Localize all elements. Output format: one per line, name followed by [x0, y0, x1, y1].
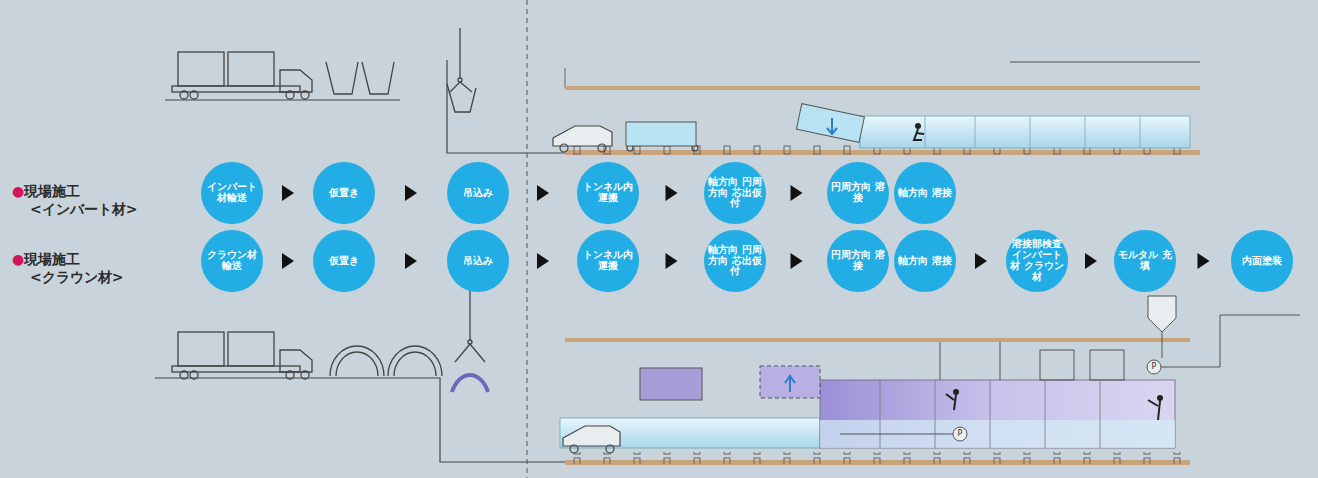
row-label: <インバート材> — [30, 201, 137, 219]
step-text: 仮置き — [317, 188, 371, 199]
process-circle: 軸方向 円周方向 芯出仮付 — [704, 230, 766, 292]
step-text: トンネル内 運搬 — [581, 250, 635, 272]
process-circle: 吊込み — [447, 230, 509, 292]
step-text: 仮置き — [317, 256, 371, 267]
flow-arrow — [537, 253, 549, 269]
step-text: 軸方向 溶接 — [898, 256, 952, 267]
process-circle: 仮置き — [313, 162, 375, 224]
process-circle: 軸方向 溶接 — [894, 230, 956, 292]
flow-arrow — [666, 253, 678, 269]
process-circle: 軸方向 溶接 — [894, 162, 956, 224]
step-text: 吊込み — [451, 256, 505, 267]
process-circle: 内面塗装 — [1231, 230, 1293, 292]
flow-arrow — [1085, 253, 1097, 269]
flow-arrow — [975, 253, 987, 269]
step-text: 軸方向 円周方向 芯出仮付 — [708, 177, 762, 210]
step-text: インバート 材輸送 — [205, 182, 259, 204]
step-text: 内面塗装 — [1235, 256, 1289, 267]
process-circle: 溶接部検査 インバート材 クラウン材 — [1006, 230, 1068, 292]
process-circle: 軸方向 円周方向 芯出仮付 — [704, 162, 766, 224]
row-label: ●現場施工 — [12, 251, 80, 269]
process-circle: クラウン材 輸送 — [201, 230, 263, 292]
flow-arrow — [282, 253, 294, 269]
step-text: 軸方向 円周方向 芯出仮付 — [708, 245, 762, 278]
step-text: モルタル 充填 — [1118, 250, 1172, 272]
flow-arrow — [537, 185, 549, 201]
flow-arrow — [791, 185, 803, 201]
step-text: 溶接部検査 インバート材 クラウン材 — [1010, 239, 1064, 283]
flow-arrow — [282, 185, 294, 201]
step-text: クラウン材 輸送 — [205, 250, 259, 272]
row-label: ●現場施工 — [12, 183, 80, 201]
flow-arrow — [405, 253, 417, 269]
process-circle: 円周方向 溶接 — [827, 230, 889, 292]
step-text: トンネル内 運搬 — [581, 182, 635, 204]
step-text: 軸方向 溶接 — [898, 188, 952, 199]
flow-arrow — [666, 185, 678, 201]
flow-arrow — [1198, 253, 1210, 269]
pump-label: P — [954, 428, 966, 440]
step-text: 吊込み — [451, 188, 505, 199]
flow-arrow — [405, 185, 417, 201]
process-circle: 円周方向 溶接 — [827, 162, 889, 224]
process-circle: トンネル内 運搬 — [577, 162, 639, 224]
process-circle: 仮置き — [313, 230, 375, 292]
process-circle: インバート 材輸送 — [201, 162, 263, 224]
step-text: 円周方向 溶接 — [831, 250, 885, 272]
process-circle: トンネル内 運搬 — [577, 230, 639, 292]
row-label: <クラウン材> — [30, 269, 123, 287]
process-circle: モルタル 充填 — [1114, 230, 1176, 292]
process-circle: 吊込み — [447, 162, 509, 224]
flow-arrow — [791, 253, 803, 269]
step-text: 円周方向 溶接 — [831, 182, 885, 204]
pump-label: P — [1148, 361, 1160, 373]
